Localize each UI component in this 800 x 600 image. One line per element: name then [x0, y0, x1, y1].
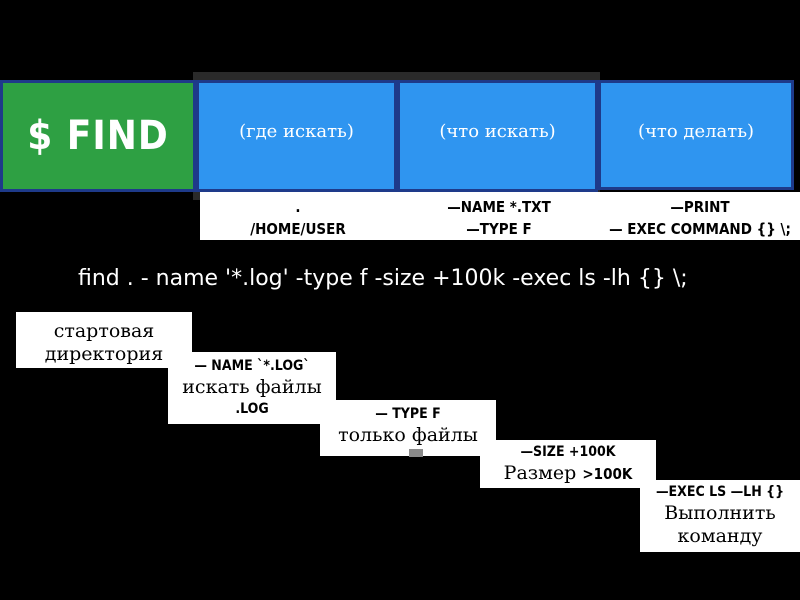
- find-command-box: $ FIND: [0, 80, 196, 192]
- step-caption-extension: .LOG: [235, 401, 269, 417]
- what-option: —TYPE F: [466, 220, 532, 238]
- step-caption: —EXEC LS —LH {}: [655, 484, 785, 500]
- step-text: Размер >100K: [480, 462, 656, 485]
- step-start-directory: стартовая директория: [16, 312, 192, 368]
- step-text: только файлы: [338, 424, 478, 446]
- step-type-filter: — TYPE F только файлы: [320, 400, 496, 456]
- options-panel: [200, 192, 800, 240]
- action-box: (что делать): [598, 80, 794, 190]
- where-box: (где искать): [196, 80, 397, 192]
- what-options: —NAME *.TXT —TYPE F: [400, 196, 598, 240]
- where-options: . /HOME/USER: [200, 196, 396, 240]
- where-option: .: [295, 198, 301, 216]
- step-caption: — NAME `*.LOG`: [194, 358, 310, 374]
- where-option: /HOME/USER: [250, 220, 346, 238]
- step-text-prefix: Размер: [503, 462, 583, 484]
- connector-marker: [409, 449, 423, 457]
- step-text: команду: [677, 525, 763, 547]
- what-box: (что искать): [397, 80, 598, 192]
- what-option: —NAME *.TXT: [447, 198, 551, 216]
- step-text: Выполнить: [664, 502, 776, 524]
- find-command-label: $ FIND: [27, 113, 169, 159]
- step-text: стартовая: [53, 320, 155, 342]
- action-option: —PRINT: [670, 198, 730, 216]
- step-caption: —SIZE +100K: [520, 444, 616, 460]
- step-text-suffix: >100K: [582, 465, 633, 483]
- what-label: (что искать): [439, 121, 556, 142]
- example-command-line: find . - name '*.log' -type f -size +100…: [78, 266, 688, 291]
- action-label: (что делать): [637, 121, 755, 142]
- action-options: —PRINT — EXEC COMMAND {} \;: [600, 196, 800, 240]
- action-option: — EXEC COMMAND {} \;: [609, 220, 791, 238]
- step-name-filter: — NAME `*.LOG` искать файлы .LOG: [168, 352, 336, 424]
- step-exec-action: —EXEC LS —LH {} Выполнить команду: [640, 480, 800, 552]
- step-text: искать файлы: [182, 376, 322, 398]
- step-text: директория: [44, 343, 164, 365]
- where-label: (где искать): [239, 121, 354, 142]
- step-caption: — TYPE F: [375, 406, 441, 422]
- step-size-filter: —SIZE +100K Размер >100K: [480, 440, 656, 488]
